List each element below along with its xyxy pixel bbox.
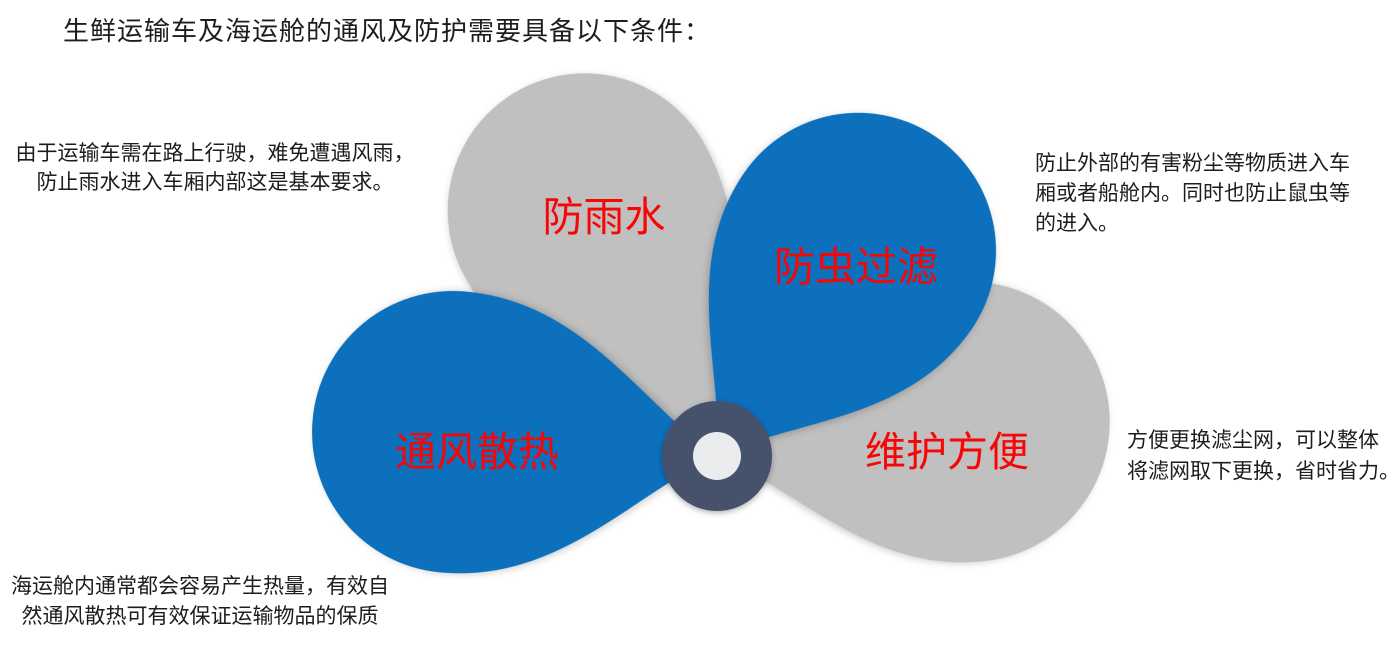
note-insect-line2: 厢或者船舱内。同时也防止鼠虫等 — [1035, 182, 1350, 205]
note-rain-line2: 防止雨水进入车厢内部这是基本要求。 — [36, 171, 394, 194]
note-maintain-line2: 将滤网取下更换，省时省力。 — [1127, 460, 1400, 483]
hub-center-circle — [693, 432, 741, 480]
petal-maintain-shape — [717, 281, 1110, 563]
petal-vent-shape — [312, 291, 717, 574]
note-vent-line1: 海运舱内通常都会容易产生热量，有效自 — [11, 575, 389, 598]
note-rain-protection: 由于运输车需在路上行驶，难免遭遇风雨， 防止雨水进入车厢内部这是基本要求。 — [15, 139, 415, 197]
note-insect-line1: 防止外部的有害粉尘等物质进入车 — [1035, 152, 1350, 175]
petal-label-rain: 防雨水 — [542, 194, 666, 240]
note-insect-filter: 防止外部的有害粉尘等物质进入车 厢或者船舱内。同时也防止鼠虫等 的进入。 — [1035, 149, 1375, 239]
petal-label-insect: 防虫过滤 — [774, 244, 938, 290]
note-rain-line1: 由于运输车需在路上行驶，难免遭遇风雨， — [15, 142, 415, 165]
note-maintain-line1: 方便更换滤尘网，可以整体 — [1127, 429, 1379, 452]
petal-label-maintain: 维护方便 — [865, 429, 1029, 475]
petal-insect-shape — [708, 112, 996, 456]
petal-rain-shape — [447, 73, 735, 456]
note-insect-line3: 的进入。 — [1035, 212, 1119, 235]
page-title: 生鲜运输车及海运舱的通风及防护需要具备以下条件： — [63, 16, 712, 46]
note-maintenance: 方便更换滤尘网，可以整体 将滤网取下更换，省时省力。 — [1127, 425, 1400, 487]
note-vent-line2: 然通风散热可有效保证运输物品的保质 — [21, 605, 379, 628]
petal-label-vent: 通风散热 — [395, 429, 559, 475]
note-ventilation: 海运舱内通常都会容易产生热量，有效自 然通风散热可有效保证运输物品的保质 — [0, 572, 400, 632]
